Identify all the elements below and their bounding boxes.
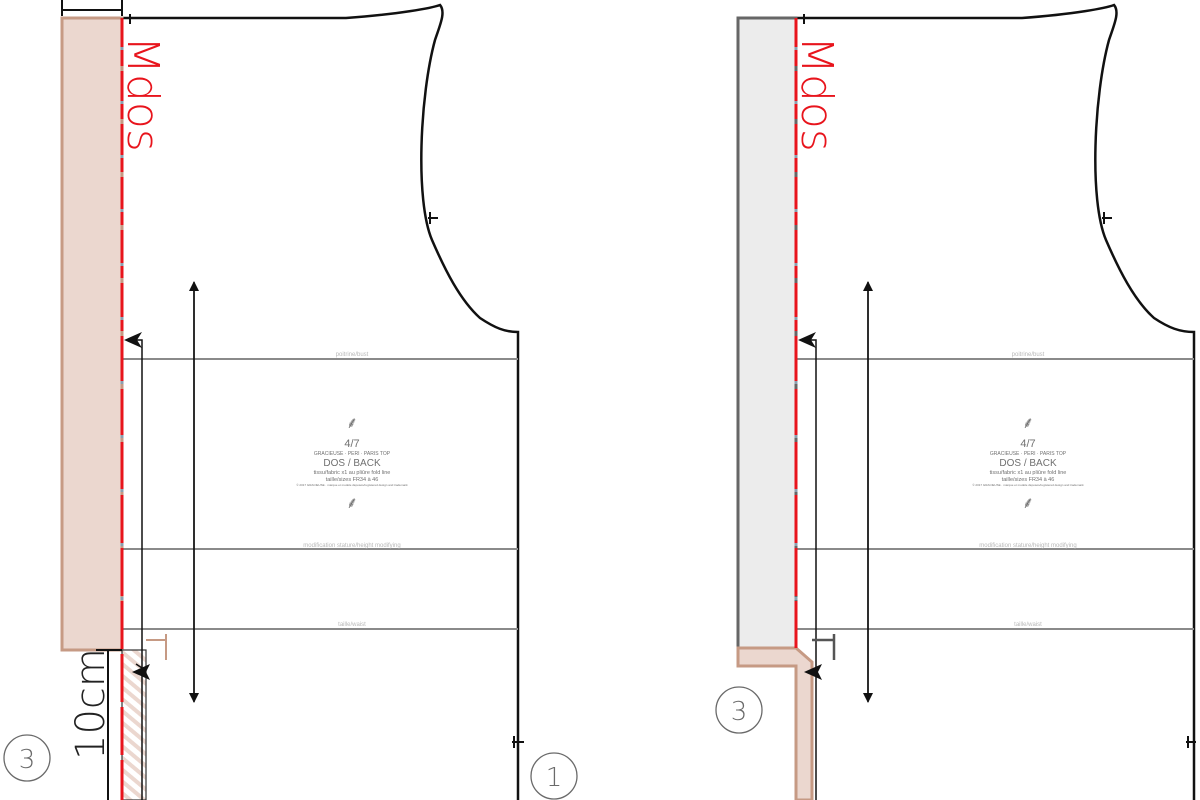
tag-piece: DOS / BACK	[323, 458, 381, 469]
fold-arrow-lower	[135, 663, 143, 669]
tag-brand: GRACIEUSE · PERI · PARIS TOP	[990, 451, 1067, 457]
step-circle	[3, 734, 51, 782]
bust-line-label: poitrine/bust	[1012, 352, 1045, 358]
bust-line-label: poitrine/bust	[336, 352, 369, 358]
left-panel: poitrine/bust modification stature/heigh…	[3, 0, 578, 800]
waist-line-label: taille/waist	[338, 622, 366, 628]
fold-label: Mdos	[117, 36, 168, 152]
tag-fold: tissu/fabric x1 au pliûre fold line	[990, 470, 1067, 476]
tree-icon: ⸙	[346, 493, 358, 512]
extension-end-mark	[812, 634, 836, 660]
added-extension-strip	[736, 646, 814, 800]
piece-circle	[530, 752, 578, 800]
tag-brand: GRACIEUSE · PERI · PARIS TOP	[314, 451, 391, 457]
original-strip	[736, 16, 798, 650]
pattern-tag: ⸙ 4/7 GRACIEUSE · PERI · PARIS TOP DOS /…	[296, 413, 408, 512]
tag-sizes: taille/sizes FR34 à 46	[1002, 477, 1055, 483]
step-number: 3	[731, 697, 748, 727]
alter-line-label: modification stature/height modifying	[303, 543, 400, 549]
fold-arrow-head	[798, 332, 816, 348]
pattern-tag: ⸙ 4/7 GRACIEUSE · PERI · PARIS TOP DOS /…	[972, 413, 1084, 512]
tag-copyright: © 2017 GRACIEUSE · marque et modèle dépo…	[972, 483, 1084, 487]
tree-icon: ⸙	[346, 413, 358, 432]
tag-sizes: taille/sizes FR34 à 46	[326, 477, 379, 483]
fold-label: Mdos	[791, 36, 842, 152]
tag-piece: DOS / BACK	[999, 458, 1057, 469]
fold-arrow-lower-head	[132, 664, 150, 680]
back-piece-outline	[122, 3, 520, 800]
length-label: 10cm	[68, 648, 114, 760]
width-bracket	[61, 0, 123, 16]
length-dimension	[96, 649, 122, 800]
alter-line-label: modification stature/height modifying	[979, 543, 1076, 549]
piece-number: 1	[546, 763, 563, 793]
right-panel: poitrine/bust modification stature/heigh…	[715, 3, 1196, 800]
tag-page: 4/7	[1020, 438, 1035, 450]
step-circle	[715, 686, 763, 734]
step-number: 3	[19, 745, 36, 775]
tree-icon: ⸙	[1022, 413, 1034, 432]
fold-arrow-lower-head	[804, 664, 822, 680]
tag-page: 4/7	[344, 438, 359, 450]
tag-copyright: © 2017 GRACIEUSE · marque et modèle dépo…	[296, 483, 408, 487]
tag-fold: tissu/fabric x1 au pliûre fold line	[314, 470, 391, 476]
tree-icon: ⸙	[1022, 493, 1034, 512]
waist-line-label: taille/waist	[1014, 622, 1042, 628]
added-extension-strip	[60, 16, 124, 652]
back-piece-outline	[796, 3, 1196, 800]
extension-end-mark	[146, 634, 167, 660]
fold-arrow-head	[124, 332, 142, 348]
